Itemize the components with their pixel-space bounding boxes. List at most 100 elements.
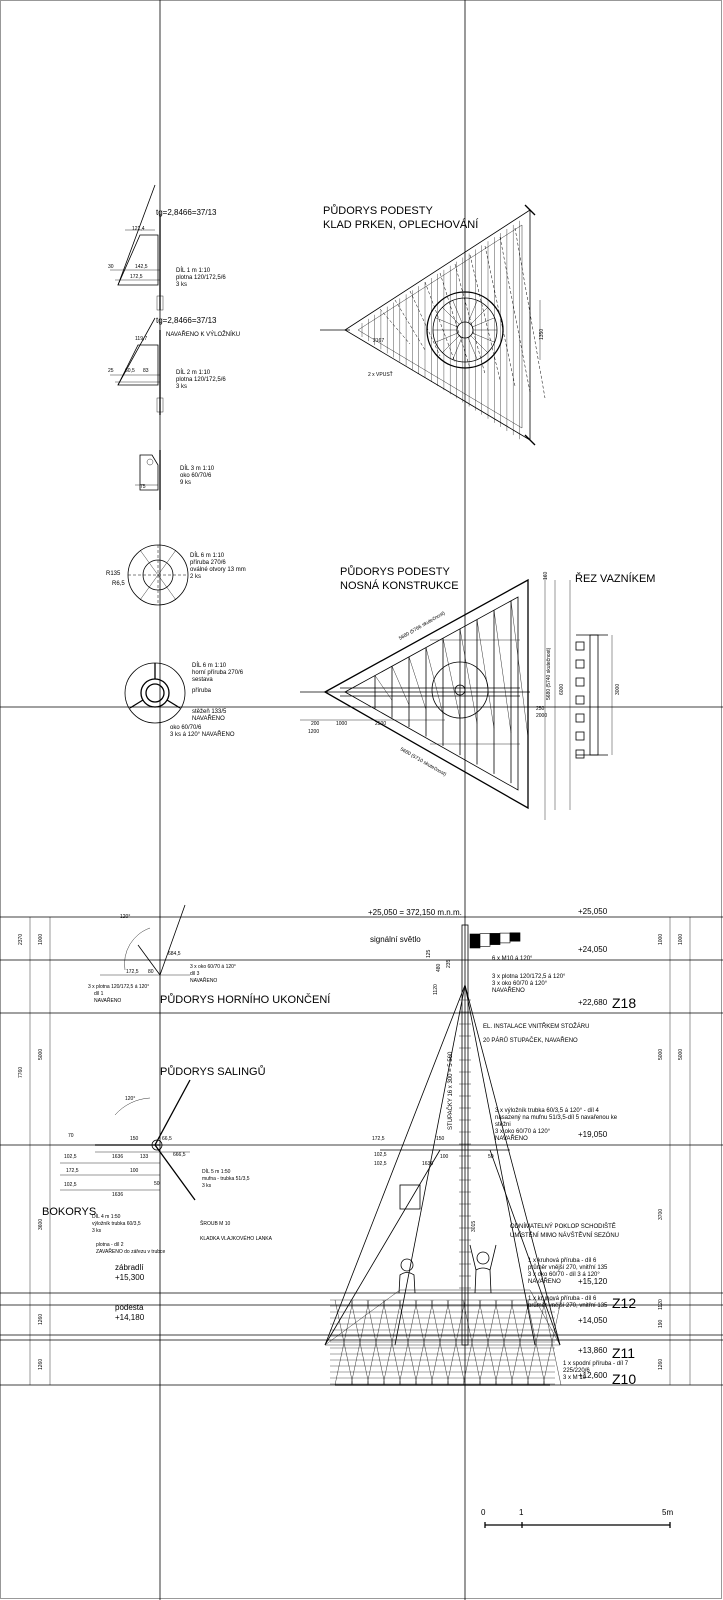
note-flange6-3: 3 x oko 60/70 - díl 3 á 120° bbox=[528, 1272, 600, 1278]
linework bbox=[510, 1299, 530, 1386]
top-end-plan-title: PŮDORYS HORNÍHO UKONČENÍ bbox=[160, 993, 331, 1006]
level-13-860: +13,860 bbox=[578, 1346, 608, 1355]
linework bbox=[435, 332, 458, 343]
side-view-labels: BOKORYS zábradlí +15,300 podesta +14,180… bbox=[42, 1136, 494, 1322]
detail-part-6-assembly: DÍL 6 m 1:10 horní příruba 270/6 sestava… bbox=[124, 662, 244, 738]
linework bbox=[409, 290, 441, 357]
dim-right-1000-b: 1000 bbox=[678, 934, 684, 945]
windsock-stripe bbox=[509, 932, 521, 942]
dim-left-1260-b: 1260 bbox=[38, 1359, 44, 1370]
linework bbox=[408, 656, 427, 710]
dim-172-5-side: 172,5 bbox=[372, 1136, 385, 1142]
note-flange7-1: 1 x spodní příruba - díl 7 bbox=[563, 1361, 629, 1367]
part1-qty: 3 ks bbox=[176, 282, 187, 288]
truss-plate bbox=[575, 713, 585, 723]
dim-666-5: 666,5 bbox=[173, 1152, 186, 1158]
linework bbox=[350, 1299, 370, 1386]
dim-172-5-saling: 172,5 bbox=[66, 1168, 79, 1174]
dim-172-5-top: 172,5 bbox=[126, 969, 139, 975]
truss-plate bbox=[575, 677, 585, 687]
part6b-flange: příruba bbox=[192, 688, 212, 694]
dim-250: 250 bbox=[536, 706, 545, 712]
linework bbox=[454, 263, 486, 375]
dim-1000: 1000 bbox=[336, 721, 347, 727]
scale-bar: 0 1 5m bbox=[481, 1508, 673, 1528]
dim-150-side: 150 bbox=[436, 1136, 445, 1142]
top-note-part3: díl 3 bbox=[190, 971, 200, 977]
dim-80: 80 bbox=[148, 969, 154, 975]
linework bbox=[462, 1299, 482, 1386]
truss-plate bbox=[575, 659, 585, 669]
truss-plate bbox=[575, 749, 585, 759]
note-flange6b-1: 1 x kruhová příruba - díl 6 bbox=[528, 1296, 597, 1302]
dim-102-5-a: 102,5 bbox=[64, 1154, 77, 1160]
note-boom-4: 3 x oko 60/70 á 120° bbox=[495, 1129, 551, 1135]
dim-125: 125 bbox=[426, 949, 432, 958]
windsock-stripe bbox=[469, 933, 481, 949]
part6b-eye: oko 60/70/6 bbox=[170, 725, 202, 731]
dim-2000: 2000 bbox=[536, 713, 547, 719]
note-electrical: EL. INSTALACE VNITŘKEM STOŽÁRU bbox=[483, 1022, 589, 1030]
dim-66-5: 66,5 bbox=[162, 1136, 172, 1142]
note-flange6-1: 1 x kruhová příruba - díl 6 bbox=[528, 1258, 597, 1264]
dim-1120-mast: 1120 bbox=[433, 984, 439, 995]
part2-spec: plotna 120/172,5/6 bbox=[176, 377, 226, 383]
linework bbox=[472, 332, 495, 343]
dim-119-7: 119,7 bbox=[135, 336, 147, 342]
dim-200: 200 bbox=[311, 721, 320, 727]
dim-right-5000-b: 5000 bbox=[678, 1049, 684, 1060]
linework bbox=[424, 281, 456, 363]
linework bbox=[442, 307, 460, 325]
truss-plate bbox=[575, 695, 585, 705]
linework bbox=[452, 337, 463, 360]
dim-480: 480 bbox=[436, 963, 442, 972]
note-flange7-3: 3 x M 10 bbox=[563, 1375, 587, 1381]
linework bbox=[542, 1299, 562, 1386]
part6a-label: DÍL 6 m 1:10 bbox=[190, 552, 225, 559]
dim-50-side: 50 bbox=[488, 1154, 494, 1160]
dim-right-190: 190 bbox=[658, 1319, 664, 1328]
level-25-050: +25,050 bbox=[578, 907, 608, 916]
linework bbox=[439, 272, 471, 369]
dim-left-1260-a: 1260 bbox=[38, 1314, 44, 1325]
angle-120-top: 120° bbox=[120, 914, 130, 920]
top-note-plates: 3 x plotna 120/172,5 á 120° bbox=[88, 984, 149, 990]
top-note-part1: díl 1 bbox=[94, 991, 104, 997]
part3-label: DÍL 3 m 1:10 bbox=[180, 465, 215, 472]
part6b-assembly: sestava bbox=[192, 677, 213, 683]
linework bbox=[414, 1299, 434, 1386]
note-boom-5: NAVAŘENO bbox=[495, 1134, 528, 1142]
dim-left-5000: 5000 bbox=[38, 1049, 44, 1060]
note-boom-3: stěžni bbox=[495, 1122, 511, 1128]
linework bbox=[510, 600, 529, 738]
part6b-eye-qty: 3 ks á 120° NAVAŘENO bbox=[170, 730, 235, 738]
dim-2500: 2500 bbox=[375, 721, 386, 727]
elevation-notes: 6 x M10 á 120° 3 x plotna 120/172,5 á 12… bbox=[426, 949, 629, 1381]
linework bbox=[470, 335, 488, 353]
radius-135: R135 bbox=[106, 571, 121, 577]
part2-welded-note: NAVAŘENO K VÝLOŽNÍKU bbox=[166, 330, 240, 338]
top-note-eyes: 3 x oko 60/70 á 120° bbox=[190, 964, 236, 970]
person-figures bbox=[398, 1244, 497, 1294]
scale-5m: 5m bbox=[662, 1508, 673, 1517]
dim-50-saling: 50 bbox=[154, 1181, 160, 1187]
dim-133: 133 bbox=[140, 1154, 149, 1160]
note-hatch-2: UMÍSTĚNÍ MIMO NÁVŠTĚVNÍ SEZÓNU bbox=[510, 1231, 619, 1239]
linework bbox=[467, 337, 478, 360]
drain-note: 2 x VPUSŤ bbox=[368, 370, 393, 378]
part6b-mast: stěžeň 133/5 bbox=[192, 709, 227, 715]
dim-left-3600: 3600 bbox=[38, 1219, 44, 1230]
linework bbox=[459, 628, 478, 724]
dim-102-5-side-b: 102,5 bbox=[374, 1161, 387, 1167]
note-welded: NAVAŘENO bbox=[492, 986, 525, 994]
linework bbox=[334, 1299, 354, 1386]
part6b-label: DÍL 6 m 1:10 bbox=[192, 662, 227, 669]
zone-z12: Z12 bbox=[612, 1295, 636, 1311]
dim-150-saling: 150 bbox=[130, 1136, 139, 1142]
dim-102-5-b: 102,5 bbox=[64, 1182, 77, 1188]
dim-25: 25 bbox=[108, 368, 114, 374]
part1-spec: plotna 120/172,5/6 bbox=[176, 275, 226, 281]
linework bbox=[382, 1299, 402, 1386]
part6b-spec: horní příruba 270/6 bbox=[192, 670, 244, 676]
dim-left-1000: 1000 bbox=[38, 934, 44, 945]
